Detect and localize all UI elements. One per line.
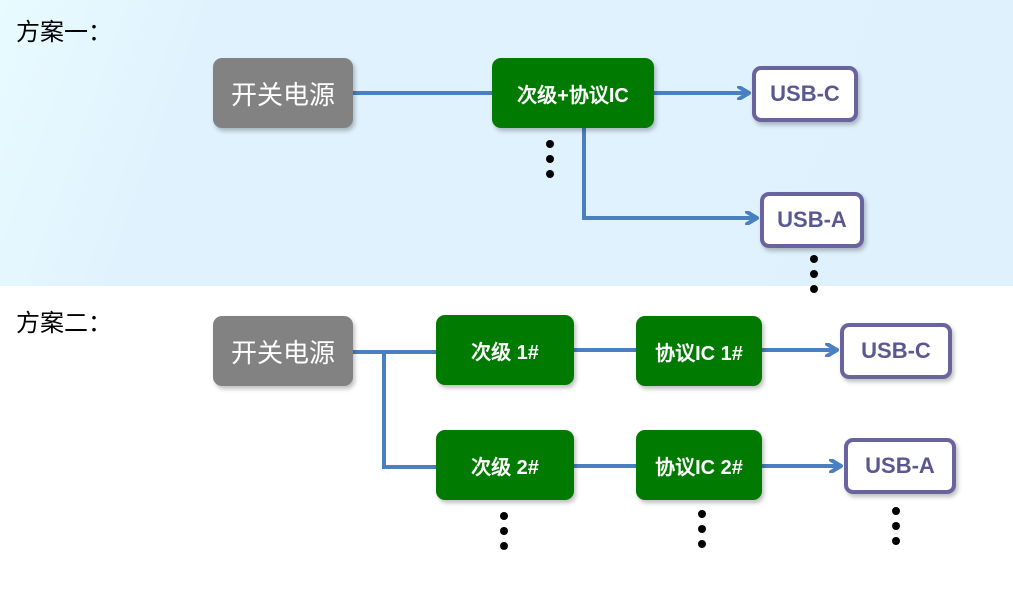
power-supply-box: 开关电源 [213,316,353,386]
secondary-1-label: 次级 1# [471,341,539,364]
power-supply-box: 开关电源 [213,58,353,128]
usb-a-port-box: USB-A [844,438,956,494]
combined-ic-label: 次级+协议IC [517,84,629,107]
ellipsis-vertical-icon [500,512,508,557]
usb-a-label: USB-A [865,453,935,478]
wire-ic-to-usba [582,126,756,218]
secondary-1-box: 次级 1# [436,315,574,385]
usb-c-label: USB-C [861,338,931,363]
secondary-2-box: 次级 2# [436,430,574,500]
wire-power-to-secondary2 [382,352,437,469]
ellipsis-vertical-icon [698,510,706,555]
protocol-ic-1-label: 协议IC 1# [655,342,743,365]
scheme1-title: 方案一： [16,18,112,46]
usb-c-port-box: USB-C [752,66,858,122]
protocol-ic-1-box: 协议IC 1# [636,316,762,386]
power-supply-label: 开关电源 [230,338,335,369]
ellipsis-vertical-icon [810,255,818,300]
power-supply-label: 开关电源 [230,80,335,111]
combined-ic-box: 次级+协议IC [492,58,654,128]
secondary-2-label: 次级 2# [471,456,539,479]
ellipsis-vertical-icon [546,140,554,185]
ellipsis-vertical-icon [892,507,900,552]
protocol-ic-2-label: 协议IC 2# [655,456,743,479]
usb-a-label: USB-A [777,207,847,232]
usb-a-port-box: USB-A [760,192,864,248]
scheme2-title: 方案二： [16,309,112,337]
usb-c-port-box: USB-C [840,323,952,379]
usb-c-label: USB-C [770,81,840,106]
protocol-ic-2-box: 协议IC 2# [636,430,762,500]
